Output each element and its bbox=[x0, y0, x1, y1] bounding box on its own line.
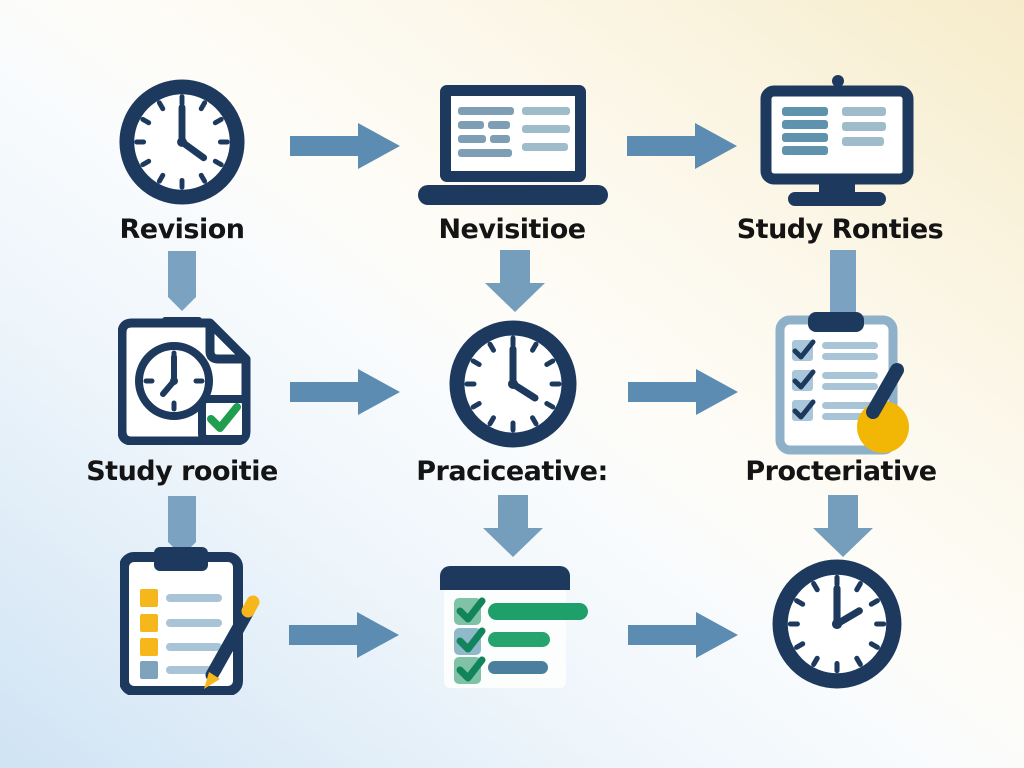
arrow-down-icon bbox=[483, 495, 543, 557]
node-revision bbox=[117, 77, 247, 207]
node-checklist bbox=[436, 560, 592, 696]
node-study-rooitie bbox=[118, 315, 253, 445]
node-clock-bottom bbox=[770, 557, 904, 691]
node-procteriative bbox=[770, 310, 920, 460]
clock-icon bbox=[772, 559, 902, 689]
arrow-right-icon bbox=[290, 123, 400, 169]
node-nevisitioe bbox=[418, 85, 608, 205]
clipboard-checklist-pen-icon bbox=[775, 312, 909, 455]
checklist-card-icon bbox=[440, 566, 588, 688]
document-clock-check-icon bbox=[118, 317, 251, 445]
clock-icon bbox=[119, 79, 245, 205]
label-nevisitioe: Nevisitioe bbox=[438, 214, 586, 245]
node-praciceative bbox=[447, 318, 579, 450]
node-clipboard-list bbox=[120, 545, 260, 695]
arrow-down-icon bbox=[813, 495, 873, 557]
monitor-icon bbox=[760, 75, 914, 206]
label-praciceative: Praciceative: bbox=[416, 456, 608, 487]
connector-down-icon bbox=[830, 250, 856, 312]
arrow-down-icon bbox=[168, 251, 196, 311]
label-revision: Revision bbox=[119, 214, 245, 245]
arrow-right-icon bbox=[628, 612, 738, 658]
arrow-right-icon bbox=[628, 369, 738, 415]
arrow-down-icon bbox=[168, 496, 196, 556]
label-procteriative: Procteriative bbox=[745, 456, 937, 487]
arrow-down-icon bbox=[485, 250, 545, 312]
label-study-ronties: Study Ronties bbox=[736, 214, 944, 245]
laptop-icon bbox=[418, 85, 608, 205]
clipboard-list-pencil-icon bbox=[120, 547, 260, 695]
arrow-right-icon bbox=[289, 612, 399, 658]
clock-icon bbox=[449, 320, 577, 448]
node-study-ronties bbox=[758, 75, 916, 207]
label-study-rooitie: Study rooitie bbox=[86, 456, 278, 487]
arrow-right-icon bbox=[290, 369, 400, 415]
arrow-right-icon bbox=[627, 123, 737, 169]
